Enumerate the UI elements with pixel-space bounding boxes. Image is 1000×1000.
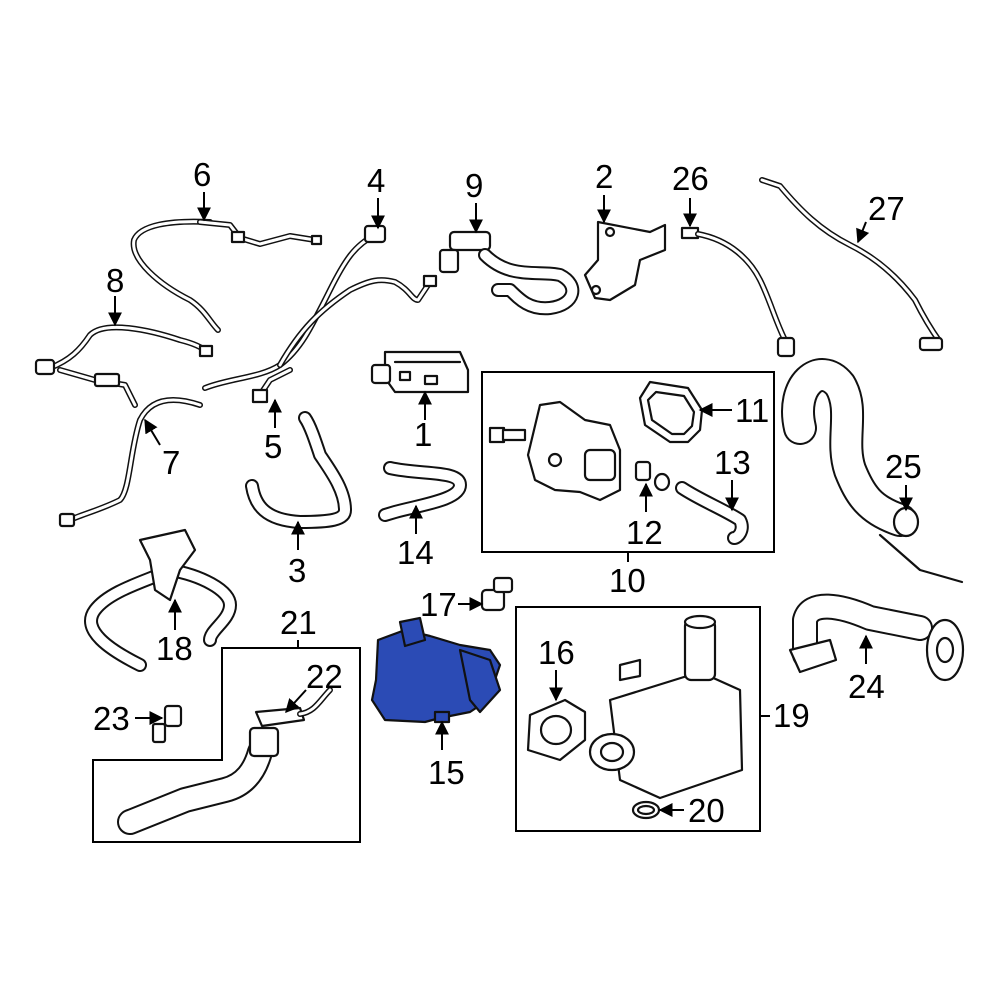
- part-7-cable[interactable]: [58, 397, 203, 528]
- callout-22: 22: [306, 658, 343, 695]
- callout-8: 8: [106, 262, 124, 299]
- callout-12: 12: [626, 514, 663, 551]
- callout-5: 5: [264, 428, 282, 465]
- part-25-pipe[interactable]: [781, 358, 964, 584]
- group-frame-19: [515, 606, 761, 832]
- callout-13: 13: [714, 444, 751, 481]
- callout-7: 7: [162, 444, 180, 481]
- part-22-bracket[interactable]: [254, 687, 333, 728]
- callout-10: 10: [609, 562, 646, 599]
- callout-4: 4: [367, 162, 385, 199]
- part-15-egr-valve[interactable]: [370, 616, 502, 724]
- part-21-pipe[interactable]: [117, 726, 280, 835]
- part-9-sensor[interactable]: [438, 230, 580, 316]
- leader-27: [856, 221, 870, 244]
- part-1-valve[interactable]: [370, 350, 470, 394]
- part-12-fitting[interactable]: [634, 460, 671, 492]
- callout-15: 15: [428, 754, 465, 791]
- part-26-sensor[interactable]: [680, 226, 796, 358]
- callout-23: 23: [93, 700, 130, 737]
- callout-25: 25: [885, 448, 922, 485]
- part-10-bolt[interactable]: [488, 426, 527, 444]
- leader-22: [285, 689, 307, 714]
- callout-14: 14: [397, 534, 434, 571]
- callout-11: 11: [735, 392, 769, 429]
- part-2-bracket[interactable]: [583, 220, 667, 302]
- part-20-oring[interactable]: [631, 800, 661, 820]
- part-18-hose[interactable]: [84, 528, 237, 672]
- part-8-harness[interactable]: [34, 324, 214, 408]
- part-17-sensor[interactable]: [480, 576, 514, 612]
- callout-16: 16: [538, 634, 575, 671]
- callout-1: 1: [414, 416, 432, 453]
- callout-6: 6: [193, 156, 211, 193]
- callout-2: 2: [595, 158, 613, 195]
- part-6-harness[interactable]: [130, 218, 323, 333]
- callout-26: 26: [672, 160, 709, 197]
- callout-9: 9: [465, 167, 483, 204]
- leader-7: [144, 418, 161, 446]
- part-27-sensor[interactable]: [759, 177, 944, 352]
- part-5-harness[interactable]: [202, 224, 438, 404]
- part-16-gasket[interactable]: [526, 698, 587, 762]
- callout-19: 19: [773, 697, 810, 734]
- part-14-hose[interactable]: [378, 461, 467, 522]
- part-3-tube[interactable]: [245, 411, 352, 529]
- part-23-sensor[interactable]: [151, 704, 183, 744]
- callout-3: 3: [288, 552, 306, 589]
- part-13-hose[interactable]: [675, 481, 749, 545]
- callout-27: 27: [868, 190, 905, 227]
- part-11-gasket[interactable]: [638, 380, 704, 444]
- part-19-cooler[interactable]: [588, 614, 744, 800]
- callout-20: 20: [688, 792, 725, 829]
- part-24-pipe[interactable]: [788, 593, 965, 682]
- callout-24: 24: [848, 668, 885, 705]
- callout-18: 18: [156, 630, 193, 667]
- callout-21: 21: [280, 604, 317, 641]
- callout-17: 17: [420, 586, 457, 623]
- part-10-housing[interactable]: [526, 400, 622, 502]
- group-frame-21: [92, 647, 361, 843]
